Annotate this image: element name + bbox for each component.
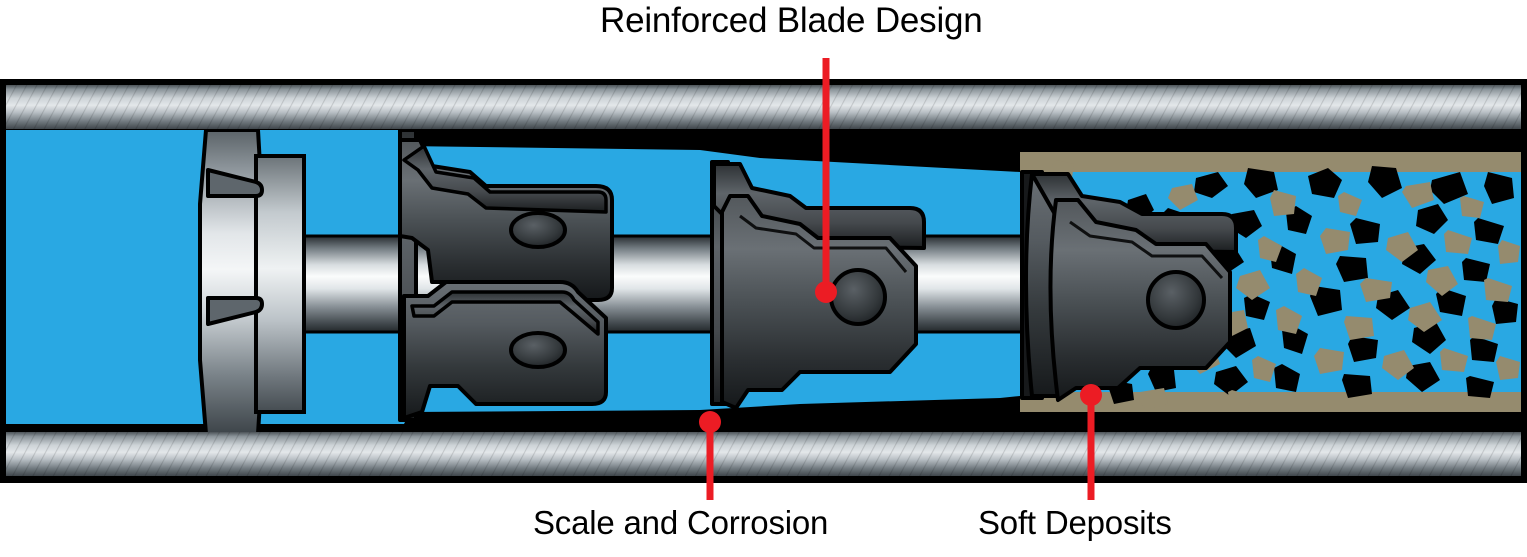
pipe-bore-interior [6, 129, 1521, 432]
blade-hole [509, 331, 567, 369]
pipe-assembly [0, 79, 1527, 483]
blade-cluster-2 [710, 160, 926, 410]
blade-cluster-3 [1020, 170, 1238, 402]
cone-nozzle-head [198, 129, 306, 432]
cone-slot-bottom [206, 296, 264, 326]
blade-hole [1146, 270, 1206, 330]
scale-and-corrosion-label: Scale and Corrosion [533, 504, 829, 541]
blade-hole [829, 268, 887, 326]
pipe-top-wall [6, 85, 1521, 129]
leader-lines [699, 58, 1102, 500]
blade-hole [509, 211, 567, 249]
reinforced-blade-design-label: Reinforced Blade Design [600, 1, 983, 40]
blade-cluster-1 [398, 129, 614, 422]
pipe-bottom-wall [6, 432, 1521, 476]
soft-deposits-label: Soft Deposits [978, 504, 1172, 541]
cone-slot-top [206, 168, 264, 198]
